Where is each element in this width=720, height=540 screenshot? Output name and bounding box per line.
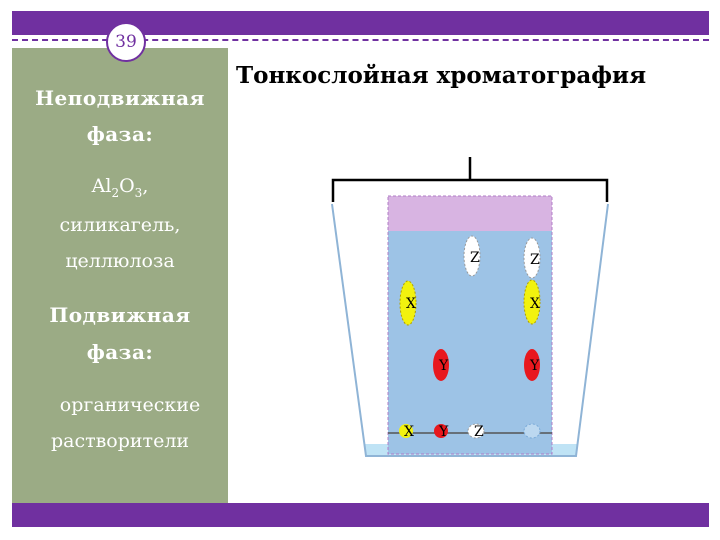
stationary-material-3: целлюлоза <box>65 250 175 272</box>
plate-outline <box>387 195 553 455</box>
tlc-plate <box>388 196 552 454</box>
chamber-lid <box>331 178 609 202</box>
label-z-col1: Z <box>470 250 480 266</box>
label-x-col1: X <box>406 296 416 312</box>
label-y-col2: Y <box>529 358 540 374</box>
spot-x-col1 <box>399 280 417 326</box>
slide-title: Тонкослойная хроматография <box>236 62 647 89</box>
spot-z-col1 <box>463 235 481 277</box>
chamber-walls <box>331 203 609 457</box>
start-spot-x <box>399 424 413 438</box>
page-number: 39 <box>106 22 146 62</box>
label-start-x: X <box>404 424 414 440</box>
stationary-formula: Al2O3, <box>91 175 149 200</box>
label-start-y: Y <box>438 424 449 440</box>
solvent-front-zone <box>388 196 552 231</box>
label-y-col1: Y <box>438 358 449 374</box>
start-spot-y <box>434 424 448 438</box>
bottom-band <box>12 503 709 527</box>
mobile-solvent-2: растворители <box>50 430 190 452</box>
stationary-heading-line1: Неподвижная <box>35 86 205 110</box>
label-z-col2: Z <box>530 252 540 268</box>
spot-x-col2 <box>523 279 541 325</box>
mobile-heading-line1: Подвижная <box>49 303 191 327</box>
spot-y-col1 <box>433 349 449 381</box>
label-x-col2: X <box>530 296 540 312</box>
stationary-material-2: силикагель, <box>59 214 181 236</box>
stationary-heading-line2: фаза: <box>86 122 154 146</box>
side-panel <box>12 48 228 503</box>
mobile-solvent-1: органические <box>59 394 201 416</box>
spot-y-col2 <box>524 349 540 381</box>
spot-z-col2 <box>523 237 541 279</box>
mobile-heading-line2: фаза: <box>86 340 154 364</box>
label-start-z: Z <box>474 424 484 440</box>
start-spot-mixture <box>523 423 541 439</box>
dashed-divider <box>12 39 709 41</box>
start-spot-z <box>467 423 485 439</box>
